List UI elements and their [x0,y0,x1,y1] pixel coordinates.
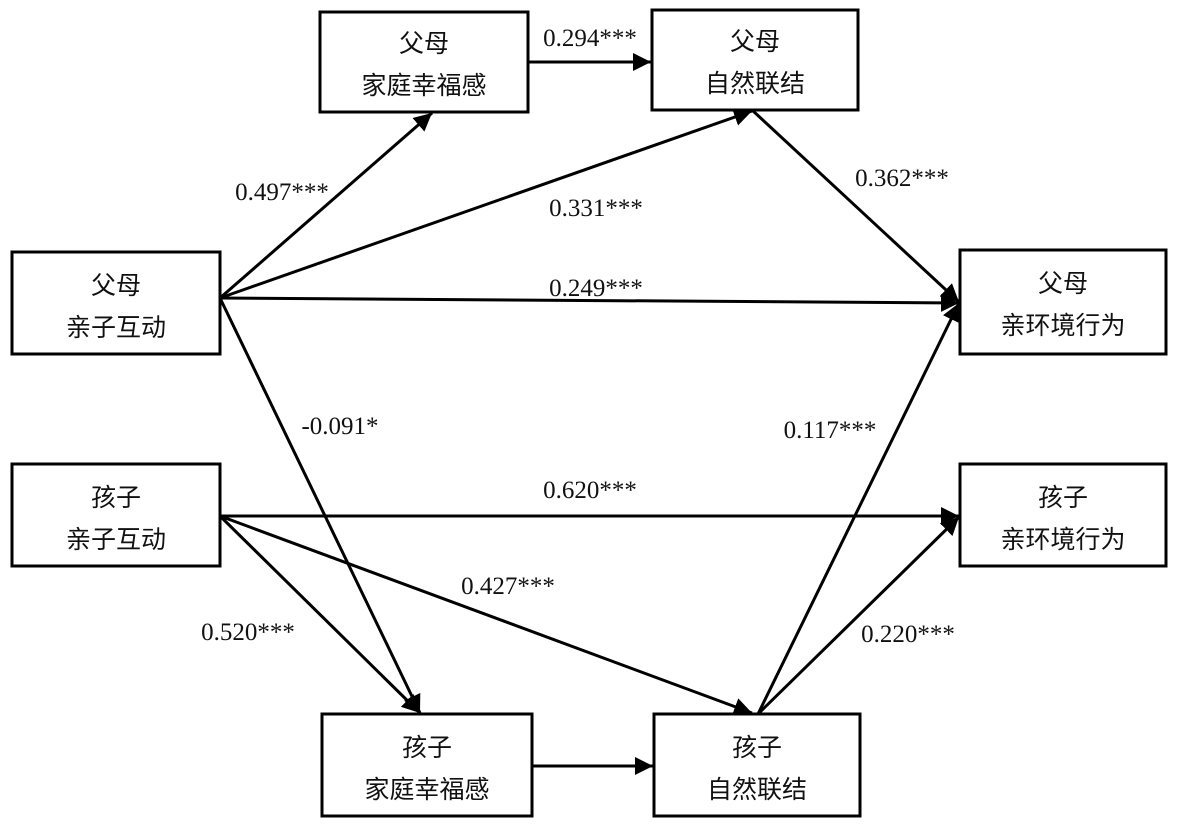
node-child-nature-connection: 孩子 自然联结 [652,712,862,818]
node-parent-nature-connection: 父母 自然联结 [650,8,860,112]
coef-ci-to-cfh: 0.520*** [201,619,295,646]
arrow-pi-to-pnc [219,108,753,300]
coef-pi-to-pbeh: 0.249*** [549,275,643,302]
node-line1: 父母 [399,29,449,58]
node-child-family-happiness: 孩子 家庭幸福感 [320,712,534,818]
node-line1: 孩子 [732,733,782,762]
coef-cnc-to-cbeh: 0.220*** [861,621,955,648]
node-parent-family-happiness: 父母 家庭幸福感 [318,10,530,114]
node-child-pro-env-behavior: 孩子 亲环境行为 [958,462,1168,568]
node-line2: 亲子互动 [66,525,166,554]
arrow-pnc-to-pbeh [750,108,961,304]
coef-ci-to-cnc: 0.427*** [461,573,555,600]
node-line2: 亲子互动 [66,313,166,342]
coef-pi-to-pfh: 0.497*** [235,179,329,206]
coef-cnc-to-pbeh: 0.117*** [784,417,877,444]
node-line1: 父母 [730,27,780,56]
node-line2: 自然联结 [705,69,805,98]
node-line1: 孩子 [1038,483,1088,512]
node-line1: 父母 [91,271,141,300]
node-parent-interaction: 父母 亲子互动 [10,250,222,356]
node-child-interaction: 孩子 亲子互动 [10,462,222,568]
node-line2: 家庭幸福感 [364,775,489,804]
arrow-cnc-to-pbeh [756,302,961,715]
node-parent-pro-env-behavior: 父母 亲环境行为 [958,248,1168,356]
node-line1: 孩子 [91,483,141,512]
arrow-pi-to-pfh [219,111,433,300]
coef-pnc-to-pbeh: 0.362*** [855,165,949,192]
arrow-ci-to-cfh [218,514,422,715]
node-line2: 自然联结 [707,775,807,804]
coef-pfh-to-pnc: 0.294*** [543,25,637,52]
arrow-cnc-to-cbeh [756,515,961,716]
arrow-pi-to-cfh [218,297,422,714]
arrow-ci-to-cnc [219,514,753,716]
arrow-pi-to-pbeh [219,293,960,312]
node-line1: 父母 [1038,269,1088,298]
node-line2: 亲环境行为 [1000,525,1125,554]
node-line2: 亲环境行为 [1000,311,1125,340]
coef-pi-to-pnc: 0.331*** [549,195,643,222]
coef-ci-to-cbeh: 0.620*** [543,477,637,504]
node-line1: 孩子 [402,733,452,762]
node-line2: 家庭幸福感 [361,71,486,100]
coef-pi-to-cfh: -0.091* [301,413,378,440]
